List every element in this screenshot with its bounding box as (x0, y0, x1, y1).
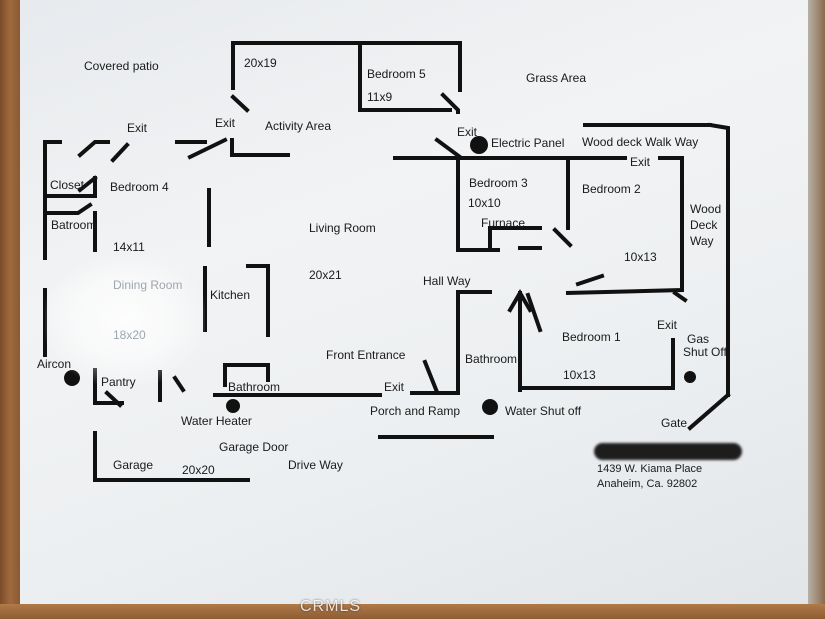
water-shutoff-marker (482, 399, 498, 415)
wall (575, 273, 605, 287)
wall (223, 363, 270, 382)
label-closet: Closet (50, 178, 85, 192)
label-electric-panel: Electric Panel (491, 136, 565, 150)
frame-right-edge (808, 0, 825, 619)
label-water-shutoff: Water Shut off (505, 404, 582, 418)
wall (77, 140, 110, 158)
wall (43, 176, 97, 198)
label-gas-1: Gas (687, 332, 710, 346)
label-dining-room: Dining Room (113, 278, 183, 292)
redaction-bar (594, 443, 742, 460)
label-bedroom5: Bedroom 5 (367, 67, 426, 81)
label-pantry: Pantry (101, 375, 136, 389)
label-kitchen: Kitchen (210, 288, 251, 302)
wall (456, 156, 500, 252)
label-covered-patio: Covered patio (84, 59, 159, 73)
label-bathroom-hall: Bathroom (465, 352, 518, 366)
label-garage: Garage (113, 458, 154, 472)
label-gas-2: Shut Off (683, 345, 727, 359)
wall (440, 92, 460, 114)
wall (707, 122, 730, 397)
water-heater-marker (226, 399, 240, 413)
label-exit-deck: Exit (630, 155, 651, 169)
label-dining-size: 18x20 (113, 328, 146, 342)
label-activity-area: Activity Area (265, 119, 332, 133)
label-garage-door: Garage Door (219, 440, 289, 454)
label-bedroom3: Bedroom 3 (469, 176, 528, 190)
label-grass-area: Grass Area (526, 71, 587, 85)
wall (434, 137, 463, 160)
wall (246, 264, 270, 337)
label-wood-deck-way-2: Deck (690, 218, 718, 232)
wall (187, 137, 228, 160)
wall (525, 292, 543, 333)
wall (358, 41, 452, 112)
label-exit-panel: Exit (457, 125, 478, 139)
label-bedroom2-size: 10x13 (624, 250, 657, 264)
wall (43, 202, 93, 215)
label-living-room: Living Room (309, 221, 376, 235)
watermark: CRMLS (300, 598, 362, 615)
gas-shutoff-marker (684, 371, 696, 383)
wall (687, 392, 731, 431)
wall (518, 338, 675, 390)
label-bedroom3-size: 10x10 (468, 196, 501, 210)
label-wood-deck-walkway: Wood deck Walk Way (582, 135, 699, 149)
address-line-1: 1439 W. Kiama Place (597, 463, 703, 475)
wall (552, 227, 573, 248)
label-exit-bed1: Exit (657, 318, 678, 332)
label-exit-left: Exit (127, 121, 148, 135)
label-bedroom2: Bedroom 2 (582, 182, 641, 196)
label-wood-deck-way-3: Way (690, 234, 714, 248)
label-activity-size: 20x19 (244, 56, 277, 70)
label-garage-size: 20x20 (182, 463, 215, 477)
label-drive-way: Drive Way (288, 458, 343, 472)
label-porch-ramp: Porch and Ramp (370, 404, 461, 418)
label-bedroom1: Bedroom 1 (562, 330, 621, 344)
wall (104, 390, 123, 408)
address-line-2: Anaheim, Ca. 92802 (597, 478, 698, 490)
electric-panel-marker (470, 136, 488, 154)
photo-glare (45, 255, 205, 385)
wall (230, 138, 290, 157)
label-hall-way: Hall Way (423, 274, 471, 288)
label-aircon: Aircon (37, 357, 72, 371)
wall (93, 431, 250, 482)
label-batroom: Batroom (51, 218, 97, 232)
label-bedroom4-size: 14x11 (113, 240, 145, 254)
frame-bottom-edge (0, 604, 825, 619)
wall (672, 290, 688, 303)
label-living-size: 20x21 (309, 268, 342, 282)
label-bathroom-garage: Bathroom (228, 380, 281, 394)
wall (77, 175, 98, 193)
wall (110, 142, 130, 163)
label-wood-deck-way-1: Wood (690, 202, 722, 216)
wall (230, 94, 250, 113)
label-water-heater: Water Heater (181, 414, 252, 428)
label-gate: Gate (661, 416, 688, 430)
wall (507, 289, 533, 313)
wall (565, 156, 684, 296)
label-exit-front: Exit (384, 380, 405, 394)
label-exit-activity: Exit (215, 116, 236, 130)
wall (422, 359, 440, 395)
label-furnace: Furnace (481, 216, 526, 230)
wall (231, 41, 462, 92)
label-front-entrance: Front Entrance (326, 348, 406, 362)
label-bedroom4: Bedroom 4 (110, 180, 169, 194)
label-bedroom5-size: 11x9 (367, 90, 393, 104)
label-bedroom1-size: 10x13 (563, 368, 596, 382)
